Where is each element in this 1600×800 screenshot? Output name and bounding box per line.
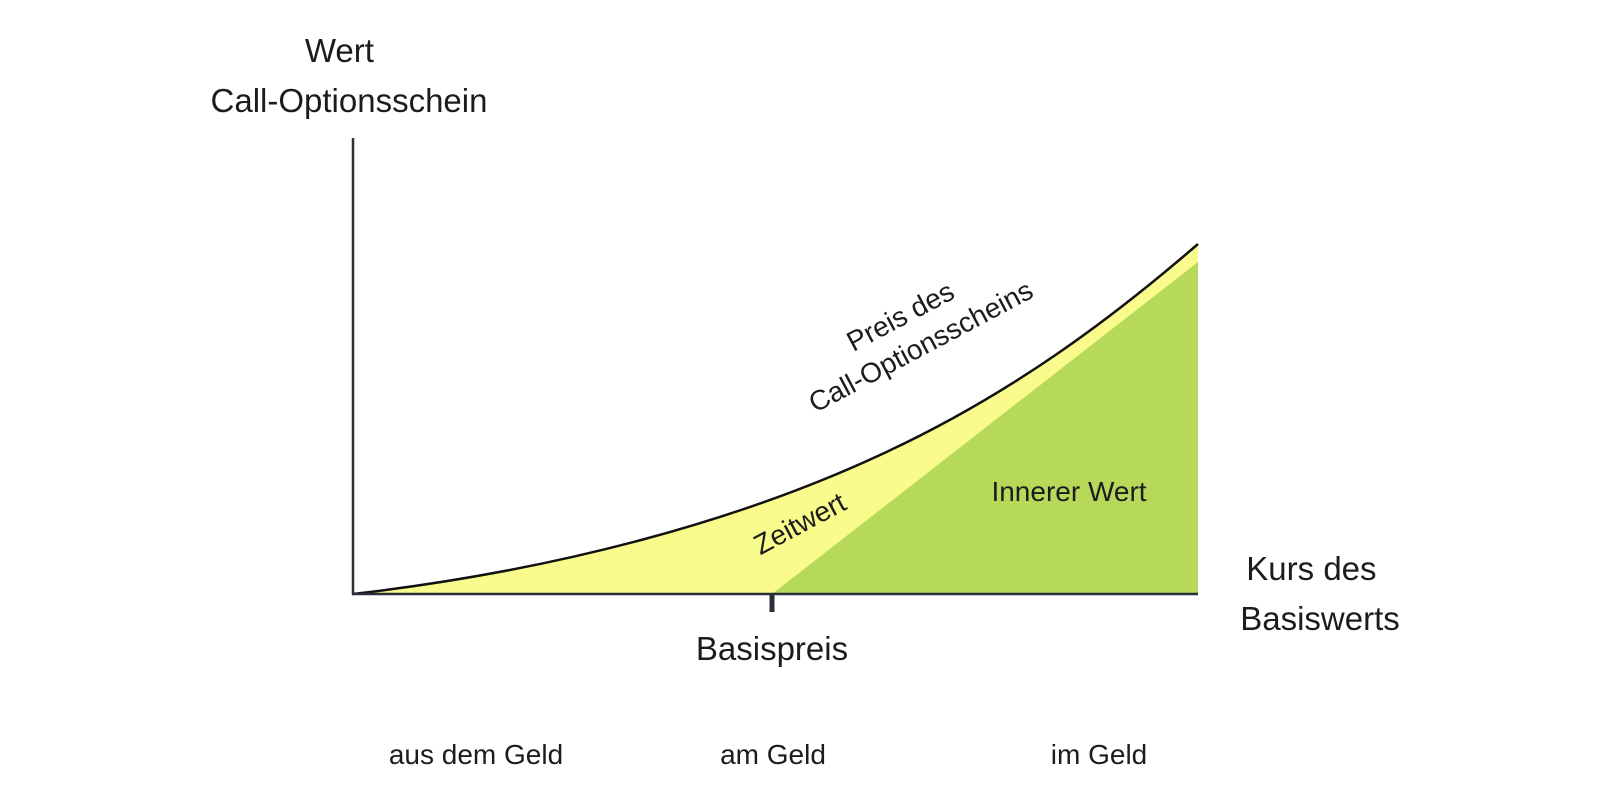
strike-label: Basispreis [696, 630, 848, 667]
x-axis-label: Kurs des Basiswerts [1240, 550, 1400, 637]
option-price-curve [352, 243, 1199, 596]
y-axis-label: Wert Call-Optionsschein [211, 32, 488, 119]
intrinsic-value-area [772, 262, 1198, 594]
y-axis-label-line-2: Call-Optionsschein [211, 82, 488, 119]
moneyness-out-of-money: aus dem Geld [389, 739, 563, 770]
moneyness-in-money: im Geld [1051, 739, 1147, 770]
moneyness-at-money: am Geld [720, 739, 826, 770]
y-axis-label-line-1: Wert [305, 32, 374, 69]
intrinsic-value-label: Innerer Wert [991, 476, 1146, 507]
x-axis-label-line-2: Basiswerts [1240, 600, 1400, 637]
x-axis-label-line-1: Kurs des [1246, 550, 1376, 587]
